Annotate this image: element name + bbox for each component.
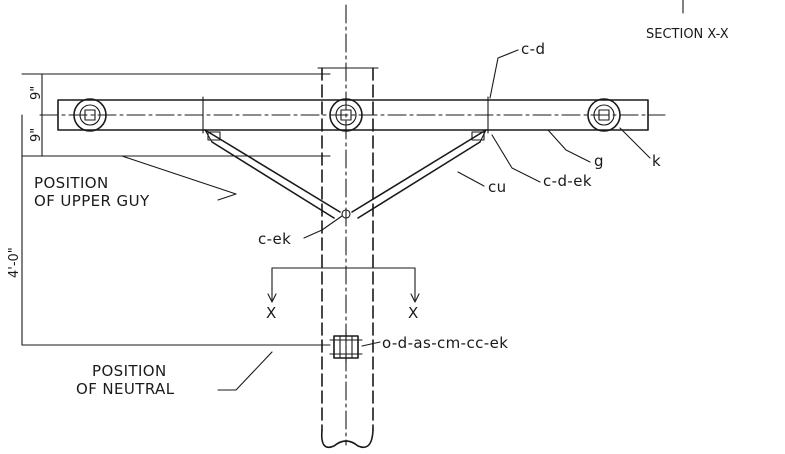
brace-right: [351, 129, 487, 219]
position-upper-guy-2: OF UPPER GUY: [34, 192, 150, 210]
label-g: g: [594, 152, 604, 170]
dim-4-0: 4'-0": [7, 247, 22, 278]
section-arrowhead-left: [267, 293, 277, 303]
section-x-left: X: [266, 304, 277, 322]
position-upper-guy-1: POSITION: [34, 174, 109, 192]
pole-break-symbol: [320, 429, 374, 449]
label-c-d: c-d: [521, 40, 545, 58]
leader-cu: [457, 171, 485, 187]
section-arrowhead-right: [410, 293, 420, 303]
neutral-bracket: [329, 331, 363, 363]
section-x-right: X: [408, 304, 419, 322]
leader-neutral-hardware: [361, 341, 381, 347]
leader-g: [547, 129, 591, 163]
position-neutral-2: OF NEUTRAL: [76, 380, 175, 398]
dim-9-top: 9": [29, 86, 44, 100]
neutral-leader: [217, 351, 273, 391]
leader-c-d-ek: [491, 134, 541, 183]
brace-left: [204, 129, 341, 219]
upper-guy-leader: [121, 155, 237, 201]
position-neutral-1: POSITION: [92, 362, 167, 380]
dim-9-bottom: 9": [29, 128, 44, 142]
label-k: k: [652, 152, 661, 170]
label-c-d-ek: c-d-ek: [543, 172, 592, 190]
leader-c-ek: [303, 215, 343, 239]
leader-c-d: [489, 49, 519, 99]
label-c-ek: c-ek: [258, 230, 291, 248]
leader-k: [619, 127, 651, 159]
section-label: SECTION X-X: [646, 27, 729, 42]
brace-bolt: [341, 209, 351, 219]
label-neutral-hardware: o-d-as-cm-cc-ek: [382, 334, 508, 352]
insulator-right: [587, 98, 621, 132]
label-cu: cu: [488, 178, 507, 196]
insulator-left: [73, 98, 107, 132]
insulator-center: [329, 98, 363, 132]
